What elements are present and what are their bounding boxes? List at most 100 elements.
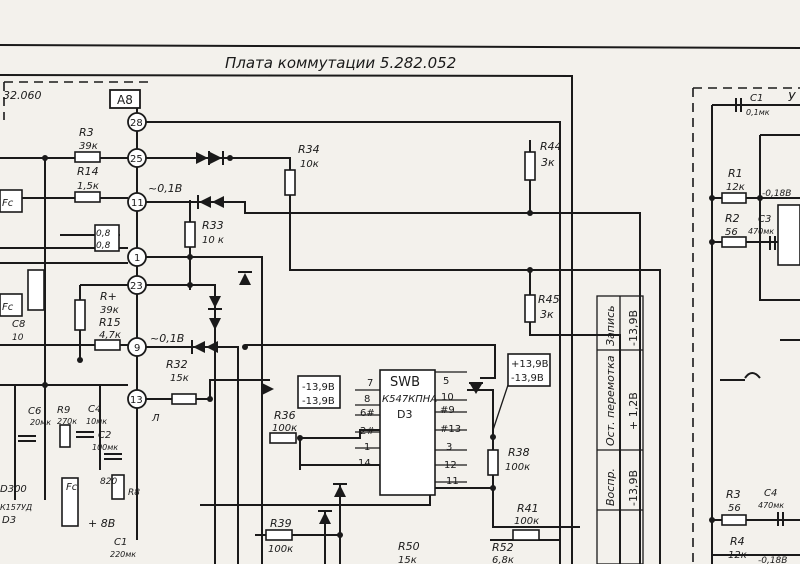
wire-right-block	[711, 104, 800, 564]
svg-text:25: 25	[130, 154, 143, 165]
board-frame	[0, 74, 573, 564]
pin-23: 23	[127, 275, 147, 295]
svg-text:C6: C6	[28, 406, 41, 417]
svg-text:7: 7	[367, 378, 373, 389]
svg-text:15к: 15к	[170, 373, 189, 384]
svg-text:+ 1,2В: + 1,2В	[627, 392, 640, 430]
svg-text:Fc: Fc	[66, 482, 78, 493]
svg-text:R41: R41	[517, 502, 539, 515]
svg-text:R44: R44	[540, 140, 562, 153]
pin-11-voltage: ~0,1В	[148, 182, 182, 195]
pin-9: 9	[127, 337, 147, 357]
svg-text:8: 8	[364, 394, 370, 405]
diode-pin13	[262, 383, 274, 395]
supply-box-right: +13,9В -13,9В	[507, 353, 551, 387]
svg-text:+ 8В: + 8В	[88, 517, 115, 530]
wire-left-r-plus	[79, 284, 128, 360]
right-block-border	[692, 87, 800, 564]
svg-text:12: 12	[444, 460, 457, 471]
svg-text:Л: Л	[151, 413, 160, 424]
svg-text:-0,18В: -0,18В	[762, 189, 791, 199]
svg-text:56: 56	[728, 503, 741, 514]
wire-r38	[492, 400, 580, 528]
svg-text:R33: R33	[202, 219, 224, 232]
svg-text:D3: D3	[397, 408, 412, 421]
svg-text:D3: D3	[2, 515, 16, 526]
pin-13: 13	[127, 389, 147, 409]
diode-bottom	[318, 483, 347, 524]
svg-text:1,5к: 1,5к	[77, 181, 99, 192]
wire-pin1	[146, 256, 263, 564]
svg-text:#13: #13	[440, 424, 461, 435]
svg-text:D300: D300	[0, 484, 27, 495]
svg-text:R8: R8	[128, 488, 140, 498]
resistor-r15: R15 4,7к	[94, 316, 121, 351]
svg-text:820: 820	[100, 477, 117, 487]
svg-text:R3: R3	[79, 126, 94, 139]
svg-text:100мк: 100мк	[92, 443, 118, 452]
wire-pin23	[146, 284, 216, 564]
diode-pin25	[196, 151, 224, 165]
svg-text:56: 56	[725, 227, 738, 238]
wire-pin9	[146, 346, 239, 564]
svg-text:470мк: 470мк	[758, 501, 784, 510]
svg-text:3к: 3к	[540, 308, 554, 321]
svg-text:R34: R34	[298, 143, 320, 156]
svg-text:R45: R45	[538, 293, 560, 306]
svg-text:Запись: Запись	[604, 305, 617, 346]
resistor-r38: R38 100к	[487, 446, 530, 476]
connector-header-label: А8	[117, 93, 133, 107]
board-top-border	[0, 44, 800, 49]
wire-pin28	[146, 121, 561, 564]
resistor-r1-right: R1 12к	[721, 167, 747, 204]
svg-text:R50: R50	[398, 540, 420, 553]
resistor-r14: R14 1,5к	[74, 165, 101, 203]
pin-11: 11	[127, 192, 147, 212]
resistor-r3-right: R3 56	[721, 488, 747, 526]
svg-text:C1: C1	[114, 537, 127, 548]
wire-r34	[289, 195, 661, 564]
pin-28: 28	[127, 112, 147, 132]
resistor-r33: R33 10 к	[184, 219, 224, 248]
svg-text:C3: C3	[758, 214, 771, 225]
supply-pointer	[492, 384, 509, 431]
wire-pin25	[146, 157, 291, 170]
wire-pin13	[146, 379, 270, 400]
svg-text:39к: 39к	[79, 141, 98, 152]
right-components: C1 0,1мк У -0,18В C3 470мк C4 470мк -0,1…	[735, 90, 800, 564]
svg-text:10: 10	[441, 392, 454, 403]
svg-text:5: 5	[443, 376, 449, 387]
svg-text:-13,9В: -13,9В	[627, 310, 640, 346]
svg-text:-13,9В: -13,9В	[302, 396, 335, 407]
wire-right-rails	[712, 134, 800, 556]
svg-text:13: 13	[130, 395, 143, 406]
svg-text:470мк: 470мк	[748, 227, 774, 236]
svg-text:3: 3	[446, 442, 452, 453]
mode-table: Запись -13,9В Ост. перемотка + 1,2В Восп…	[596, 295, 644, 564]
resistor-r2-right: R2 56	[721, 212, 747, 248]
svg-text:-0,18В: -0,18В	[758, 556, 787, 564]
board-title: Плата коммутации 5.282.052	[225, 54, 456, 72]
wire-r44-r45	[529, 140, 621, 564]
svg-text:-13,9В: -13,9В	[511, 373, 544, 384]
svg-text:SWB: SWB	[390, 375, 420, 390]
svg-text:10мк: 10мк	[86, 417, 107, 426]
wire-left-lower	[0, 384, 128, 500]
resistor-r50: R50 15к	[398, 540, 420, 564]
svg-text:-13,9В: -13,9В	[627, 470, 640, 506]
svg-text:0,8: 0,8	[96, 241, 111, 251]
resistor-r41: R41 100к	[512, 502, 540, 541]
svg-text:23: 23	[130, 281, 143, 292]
resistor-r32: R32 15к	[166, 358, 197, 405]
connector-header-box	[109, 89, 141, 109]
svg-text:К157УД: К157УД	[0, 503, 32, 512]
svg-text:R39: R39	[270, 517, 292, 530]
supply-box-left: -13,9В -13,9В	[297, 375, 341, 409]
svg-text:C4: C4	[88, 404, 101, 415]
svg-text:R3: R3	[726, 488, 741, 501]
diode-pin9	[191, 340, 218, 354]
svg-text:12к: 12к	[726, 182, 745, 193]
svg-text:У: У	[788, 90, 796, 104]
